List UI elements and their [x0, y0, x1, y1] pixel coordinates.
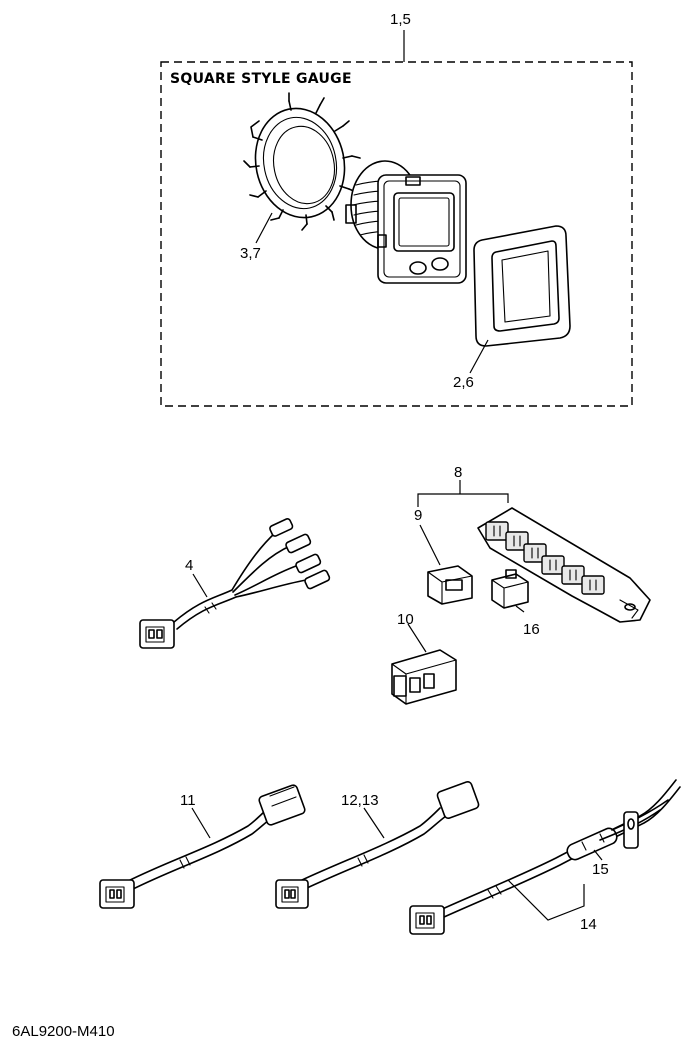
callout-14: 14 — [580, 916, 597, 933]
harness-4 — [139, 518, 331, 649]
callout-1-5: 1,5 — [390, 11, 411, 28]
leader-12-13 — [363, 807, 385, 839]
callout-15: 15 — [592, 861, 609, 878]
cap-16 — [491, 569, 529, 609]
leader-15 — [593, 849, 603, 861]
leader-11 — [191, 807, 211, 839]
callout-10: 10 — [397, 611, 414, 628]
callout-11: 11 — [180, 792, 196, 809]
leader-9 — [419, 524, 441, 566]
fuse-holder-assembly — [477, 507, 651, 623]
callout-8: 8 — [454, 464, 463, 481]
diagram-code: 6AL9200-M410 — [12, 1023, 115, 1040]
connector-9 — [427, 565, 473, 605]
callout-4: 4 — [185, 557, 194, 574]
callout-3-7: 3,7 — [240, 245, 261, 262]
cable-11 — [99, 784, 306, 909]
callout-2-6: 2,6 — [453, 374, 474, 391]
callout-16: 16 — [523, 621, 540, 638]
kit-title: SQUARE STYLE GAUGE — [170, 71, 352, 87]
leader-16 — [515, 605, 525, 613]
callout-9: 9 — [414, 507, 423, 524]
gauge-gasket — [473, 225, 571, 347]
leader-3-7 — [255, 212, 273, 244]
leader-10 — [407, 623, 427, 653]
leader-8-bracket — [417, 480, 509, 507]
connector-10 — [391, 649, 457, 705]
leader-14-bracket — [507, 879, 585, 921]
leader-4 — [192, 573, 208, 598]
gauge-body — [345, 160, 467, 284]
callout-12-13: 12,13 — [341, 792, 379, 809]
cable-12-13 — [275, 781, 480, 909]
gauge-kit-boundary — [160, 61, 633, 407]
cable-14 — [409, 779, 681, 935]
retaining-nut — [243, 92, 361, 231]
leader-2-6 — [469, 339, 489, 374]
